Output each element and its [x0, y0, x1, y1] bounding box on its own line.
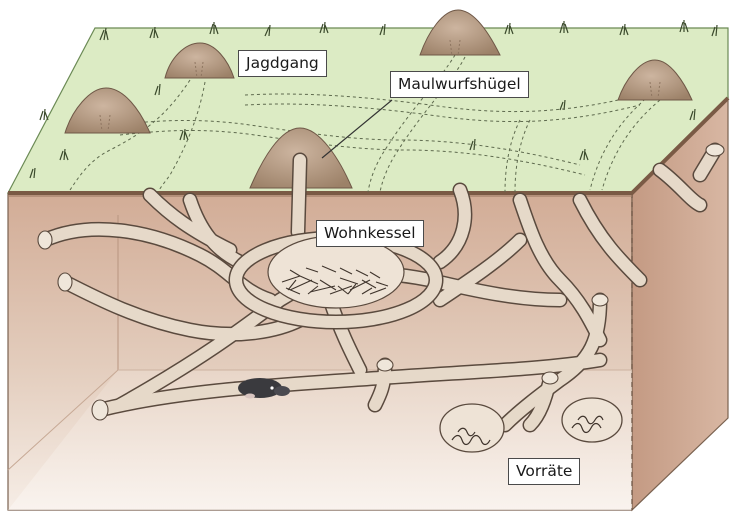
molehill-label: Maulwurfshügel	[390, 71, 529, 98]
hunting-tunnel-label: Jagdgang	[238, 50, 327, 77]
nest-chamber-label: Wohnkessel	[316, 220, 424, 247]
food-stores-label: Vorräte	[508, 458, 580, 485]
